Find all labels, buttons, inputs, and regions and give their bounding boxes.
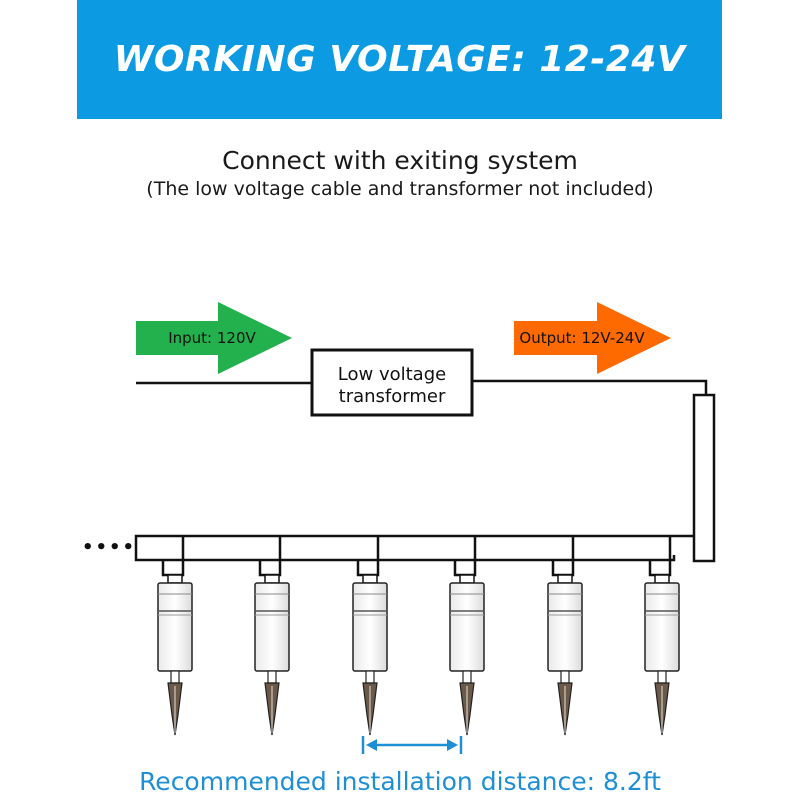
spike-light bbox=[157, 536, 193, 736]
spike-light bbox=[352, 536, 388, 736]
distance-caption: Recommended installation distance: 8.2ft bbox=[139, 767, 661, 796]
tap-wire bbox=[356, 536, 380, 577]
lamp-head bbox=[157, 582, 193, 672]
output-arrow: Output: 12V-24V bbox=[514, 302, 671, 374]
input-arrow-shape bbox=[136, 302, 292, 374]
lamp-head bbox=[547, 582, 583, 672]
tap-wire bbox=[161, 536, 185, 577]
lamp-head bbox=[254, 582, 290, 672]
spike-light bbox=[644, 536, 680, 736]
diagram-note: (The low voltage cable and transformer n… bbox=[146, 178, 654, 200]
diagram-heading: Connect with exiting system bbox=[222, 146, 578, 175]
lamp-head bbox=[352, 582, 388, 672]
lamp-head bbox=[449, 582, 485, 672]
transformer-box: Low voltage transformer bbox=[310, 348, 474, 417]
low-voltage-cable bbox=[134, 393, 716, 563]
title-banner: WORKING VOLTAGE: 12-24V bbox=[77, 0, 722, 119]
tap-wire bbox=[258, 536, 282, 577]
spike-light bbox=[547, 536, 583, 736]
spike-light bbox=[449, 536, 485, 736]
output-arrow-shape bbox=[514, 302, 671, 374]
transformer-label-line2: transformer bbox=[339, 386, 446, 407]
banner-title: WORKING VOLTAGE: 12-24V bbox=[113, 39, 686, 80]
lights-row bbox=[157, 536, 680, 736]
tap-wire bbox=[648, 536, 672, 577]
input-arrow: Input: 120V bbox=[136, 302, 292, 374]
transformer-label-line1: Low voltage bbox=[338, 364, 446, 385]
mains-wiring bbox=[136, 379, 708, 395]
tap-wire bbox=[551, 536, 575, 577]
input-arrow-label: Input: 120V bbox=[168, 329, 256, 347]
tap-wire bbox=[453, 536, 477, 577]
continuation-dots: •••• bbox=[82, 537, 136, 558]
distance-arrow bbox=[361, 736, 463, 754]
output-arrow-label: Output: 12V-24V bbox=[519, 329, 645, 347]
spike-light bbox=[254, 536, 290, 736]
lamp-head bbox=[644, 582, 680, 672]
